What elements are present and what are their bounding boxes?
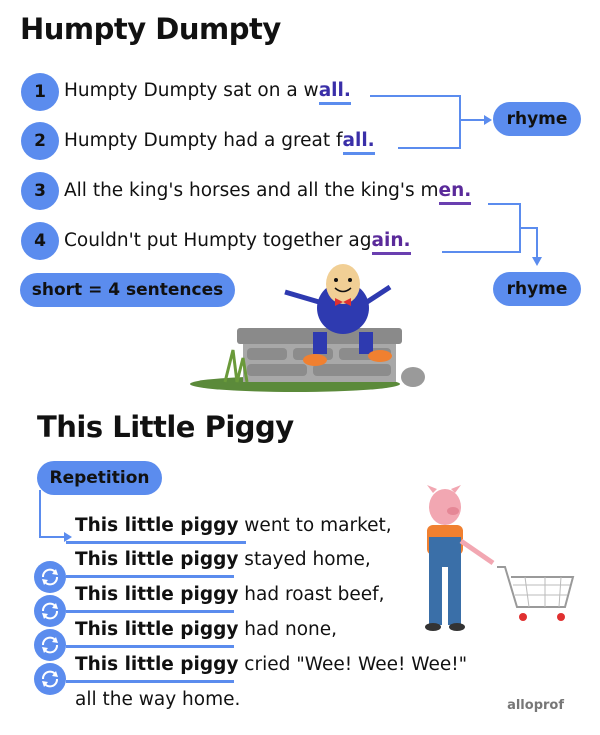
short-badge: short = 4 sentences: [20, 273, 235, 307]
pig-with-cart-illustration: [425, 485, 575, 631]
underline: [66, 680, 234, 683]
line-text: All the king's horses and all the king's…: [64, 180, 439, 201]
line-number-3: 3: [21, 172, 59, 210]
line-number-1: 1: [21, 73, 59, 111]
line-text: Couldn't put Humpty together ag: [64, 230, 372, 251]
repeat-icon: [34, 629, 66, 661]
piggy-line-3: This little piggy had roast beef,: [75, 584, 385, 605]
repetition-arrow: [39, 490, 72, 542]
humpty-line-2: Humpty Dumpty had a great fall.: [64, 130, 375, 155]
rhyme-ending: all.: [342, 130, 375, 155]
piggy-line-2: This little piggy stayed home,: [75, 549, 371, 570]
piggy-line-6: all the way home.: [75, 689, 241, 710]
repeat-phrase: This little piggy: [75, 515, 239, 536]
humpty-dumpty-illustration: [190, 264, 425, 392]
repeat-icon: [34, 595, 66, 627]
humpty-line-3: All the king's horses and all the king's…: [64, 180, 472, 205]
alloprof-logo: alloprof: [507, 698, 564, 713]
line-number-4: 4: [21, 222, 59, 260]
repeat-phrase: This little piggy: [75, 619, 239, 640]
rhyme-badge-2: rhyme: [493, 272, 581, 306]
underline: [66, 645, 234, 648]
line-number-2: 2: [21, 122, 59, 160]
underline: [66, 541, 246, 544]
rhyme-ending: all.: [318, 80, 351, 105]
rhyme-badge-1: rhyme: [493, 102, 581, 136]
humpty-line-1: Humpty Dumpty sat on a wall.: [64, 80, 351, 105]
repetition-badge: Repetition: [37, 461, 162, 495]
line-text: stayed home,: [238, 549, 371, 570]
humpty-line-4: Couldn't put Humpty together again.: [64, 230, 411, 255]
piggy-line-5: This little piggy cried "Wee! Wee! Wee!": [75, 654, 467, 675]
repeat-phrase: This little piggy: [75, 549, 239, 570]
piggy-line-4: This little piggy had none,: [75, 619, 337, 640]
repeat-phrase: This little piggy: [75, 584, 239, 605]
repeat-phrase: This little piggy: [75, 654, 239, 675]
underline: [66, 575, 234, 578]
rhyme-ending: en.: [438, 180, 472, 205]
line-text: Humpty Dumpty had a great f: [64, 130, 343, 151]
line-text: had none,: [238, 619, 338, 640]
line-text: had roast beef,: [238, 584, 385, 605]
piggy-title: This Little Piggy: [37, 410, 294, 444]
line-text: Humpty Dumpty sat on a w: [64, 80, 319, 101]
piggy-line-1: This little piggy went to market,: [75, 515, 392, 536]
humpty-title: Humpty Dumpty: [20, 12, 281, 46]
rhyme-connectors: [370, 95, 542, 266]
line-text: cried "Wee! Wee! Wee!": [238, 654, 468, 675]
line-text: went to market,: [238, 515, 392, 536]
repeat-icon: [34, 561, 66, 593]
repeat-icon: [34, 663, 66, 695]
rhyme-ending: ain.: [371, 230, 411, 255]
underline: [66, 610, 234, 613]
